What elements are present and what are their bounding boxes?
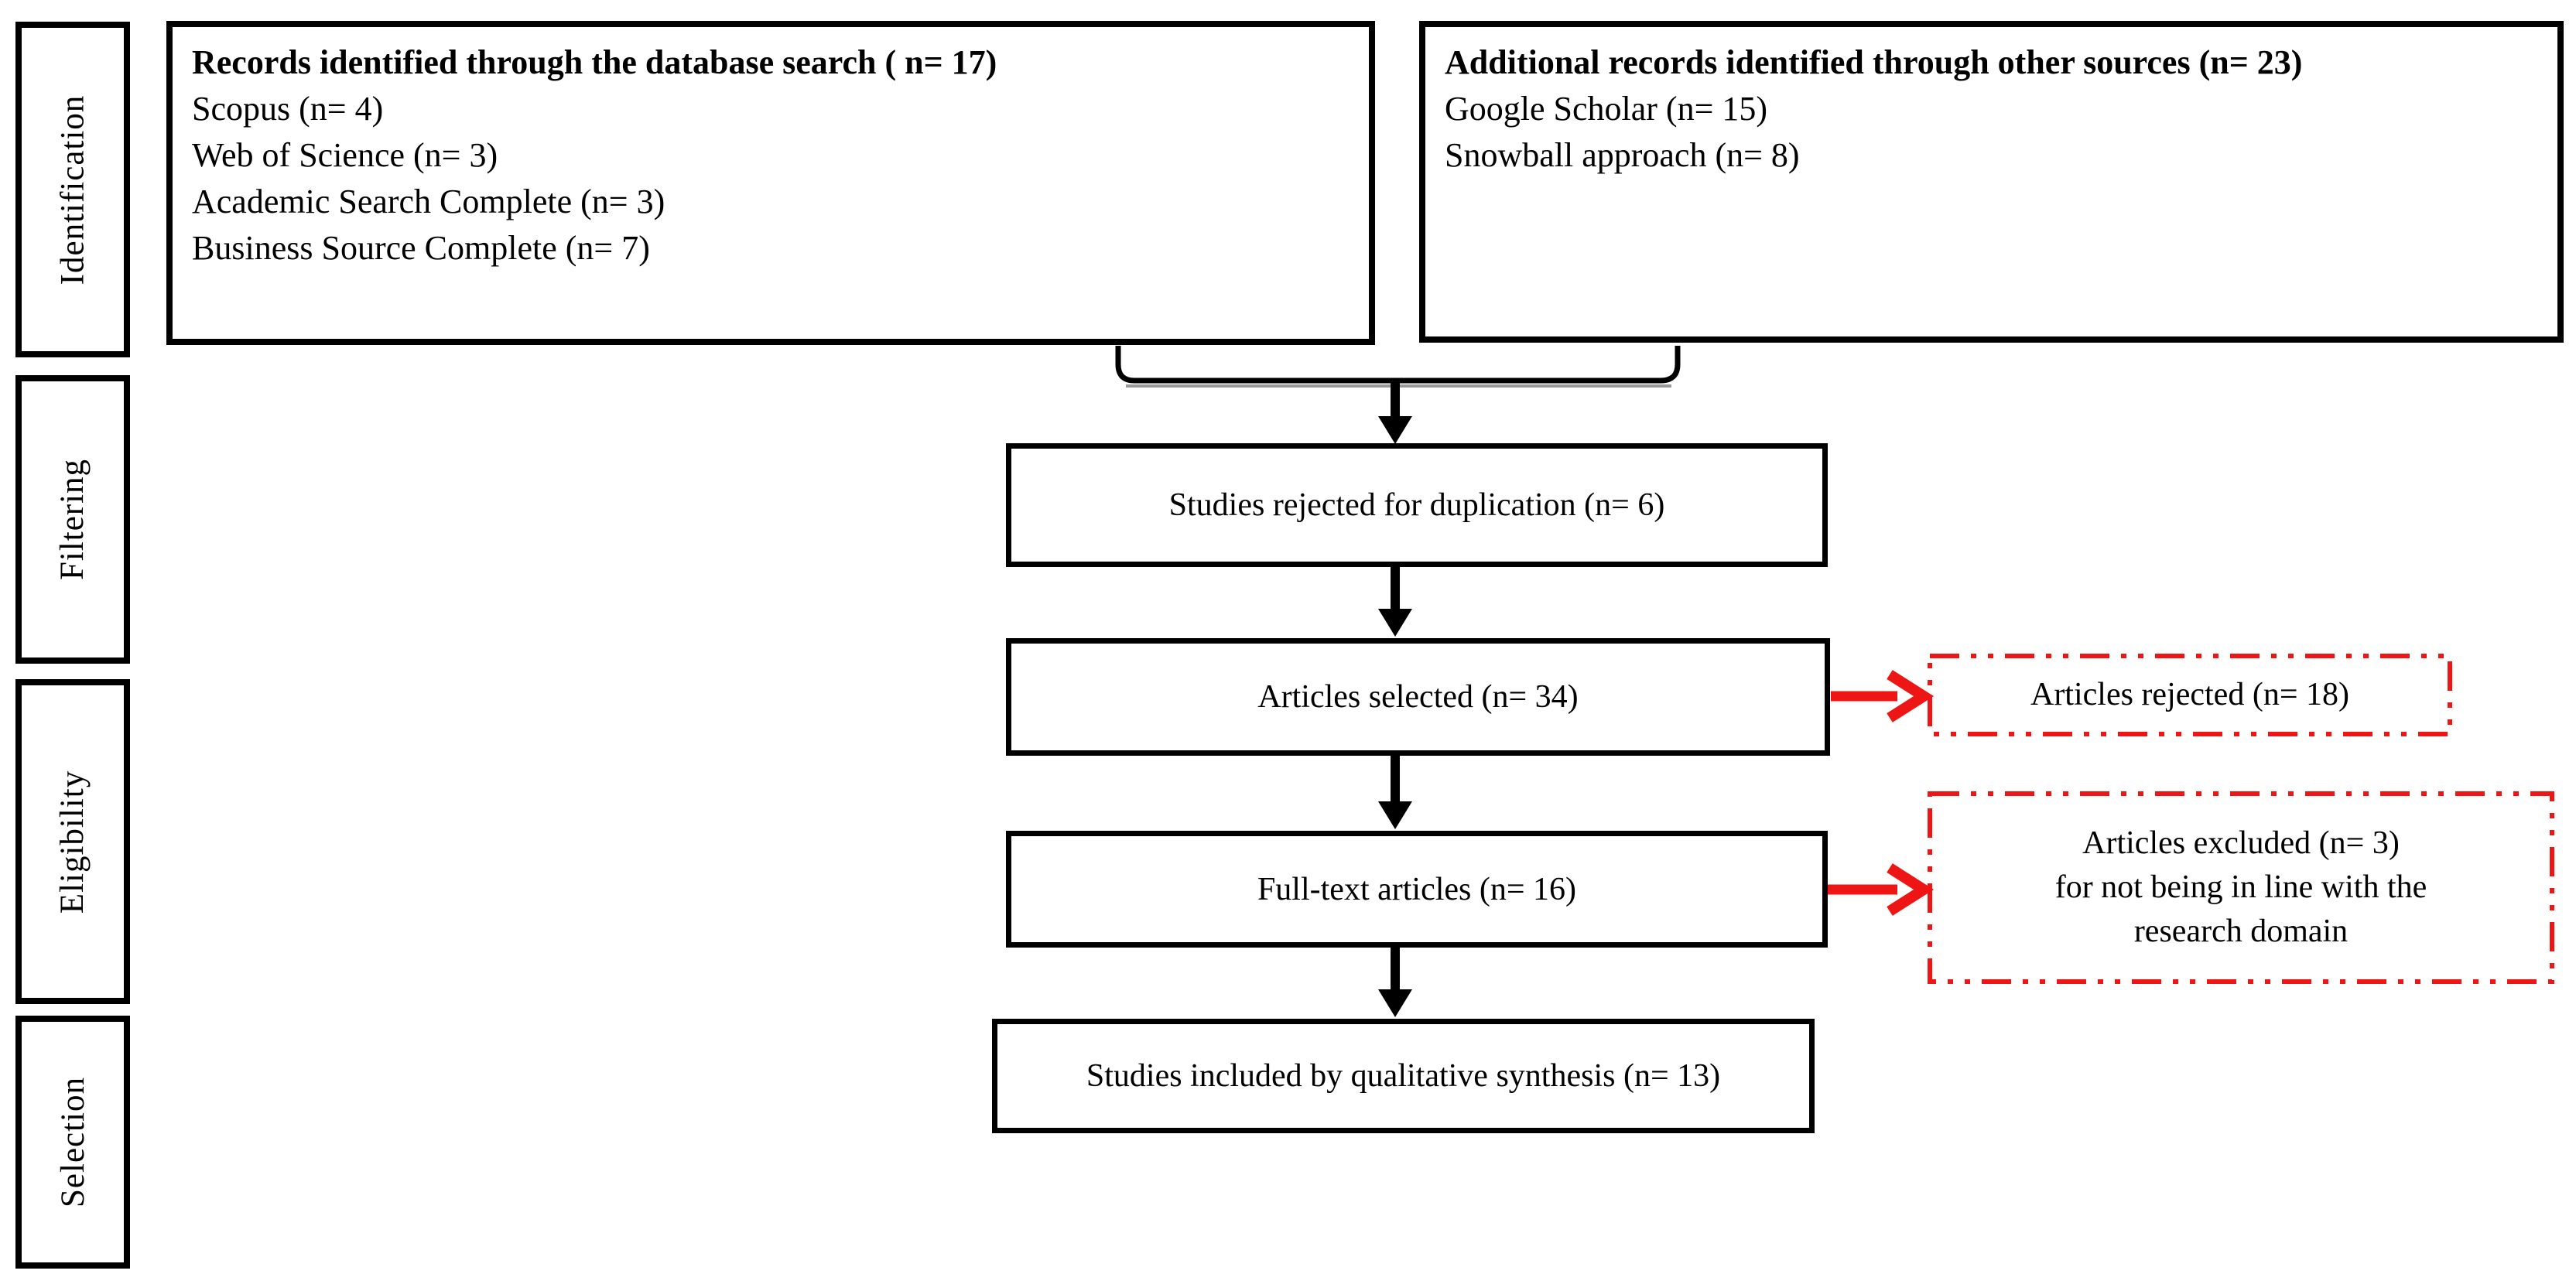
- stage-box-eligibility: Eligibility: [15, 679, 130, 1004]
- other-sources-item: Google Scholar (n= 15): [1445, 90, 1768, 128]
- flow-box-included: Studies included by qualitative synthesi…: [992, 1019, 1815, 1133]
- excluded-box-border: [1928, 791, 2554, 984]
- excluded-box: Articles excluded (n= 3) for not being i…: [1930, 794, 2552, 982]
- database-record-item: Academic Search Complete (n= 3): [192, 183, 665, 220]
- rejected-box: Articles rejected (n= 18): [1930, 656, 2450, 734]
- flow-box-selected-label: Articles selected (n= 34): [1257, 679, 1579, 715]
- flow-box-fulltext: Full-text articles (n= 16): [1006, 831, 1828, 948]
- down-arrow-to-fulltext: [1378, 756, 1412, 829]
- database-record-item: Web of Science (n= 3): [192, 136, 498, 174]
- stage-label-selection: Selection: [54, 1076, 91, 1208]
- down-arrow-to-duplication: [1378, 381, 1412, 444]
- excluded-box-line: research domain: [2133, 914, 2349, 949]
- stage-box-identification: Identification: [15, 22, 130, 357]
- stage-box-filtering: Filtering: [15, 375, 130, 664]
- database-record-item: Business Source Complete (n= 7): [192, 229, 650, 267]
- database-record-item: Scopus (n= 4): [192, 90, 384, 128]
- stage-label-identification: Identification: [54, 94, 91, 285]
- stage-label-filtering: Filtering: [54, 458, 91, 581]
- rejected-box-line: Articles rejected (n= 18): [2030, 677, 2349, 712]
- database-records-title: Records identified through the database …: [192, 43, 997, 81]
- excluded-box-line: Articles excluded (n= 3): [2082, 825, 2400, 861]
- other-sources-item: Snowball approach (n= 8): [1445, 136, 1800, 174]
- other-sources-box: Additional records identified through ot…: [1419, 21, 2564, 343]
- red-arrow-rejected-head: [1887, 670, 1935, 722]
- down-arrow-to-included: [1378, 948, 1412, 1017]
- flow-box-fulltext-label: Full-text articles (n= 16): [1257, 871, 1577, 907]
- flow-box-duplication: Studies rejected for duplication (n= 6): [1006, 443, 1828, 567]
- stage-label-eligibility: Eligibility: [54, 770, 91, 914]
- database-records-box: Records identified through the database …: [166, 21, 1375, 345]
- flow-box-duplication-label: Studies rejected for duplication (n= 6): [1168, 487, 1665, 523]
- merge-bracket: [1115, 346, 1681, 384]
- down-arrow-to-selected: [1378, 567, 1412, 637]
- stage-box-selection: Selection: [15, 1016, 130, 1269]
- excluded-box-line: for not being in line with the: [2054, 869, 2427, 905]
- red-arrow-excluded: [1825, 863, 1935, 916]
- other-sources-title: Additional records identified through ot…: [1445, 43, 2303, 81]
- flow-box-included-label: Studies included by qualitative synthesi…: [1086, 1058, 1721, 1094]
- red-arrow-excluded-head: [1887, 863, 1935, 916]
- red-arrow-rejected: [1831, 670, 1935, 722]
- flow-box-selected: Articles selected (n= 34): [1006, 638, 1830, 756]
